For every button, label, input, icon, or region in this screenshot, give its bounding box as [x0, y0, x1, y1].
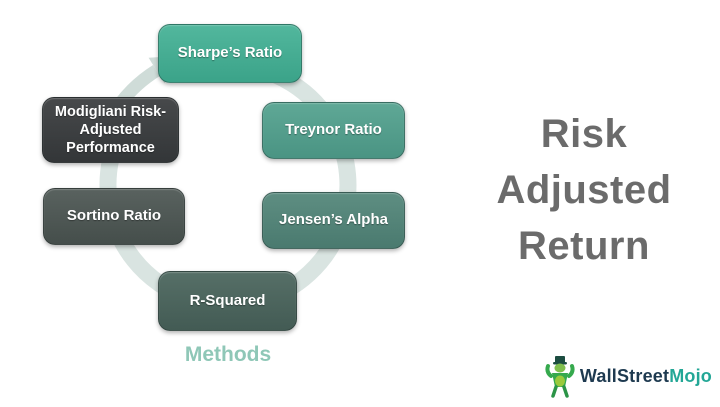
- wallstreetmojo-logo: WallStreetMojo: [545, 354, 712, 399]
- node-sharpes-ratio: Sharpe’s Ratio: [158, 24, 302, 83]
- node-sortino-ratio: Sortino Ratio: [43, 188, 185, 245]
- wallstreetmojo-mascot-icon: [545, 356, 575, 398]
- page-title-line: Adjusted: [496, 168, 672, 212]
- node-label: Modigliani Risk-Adjusted Performance: [54, 103, 167, 157]
- brand-secondary-text: Mojo: [669, 366, 712, 386]
- node-jensens-alpha: Jensen’s Alpha: [262, 192, 405, 249]
- page-title: Risk Adjusted Return: [458, 106, 710, 274]
- node-label: Sortino Ratio: [66, 207, 162, 225]
- node-treynor-ratio: Treynor Ratio: [262, 102, 405, 159]
- page-title-line: Risk: [540, 112, 628, 156]
- node-label: Sharpe’s Ratio: [177, 44, 283, 62]
- node-modigliani-risk-adjusted-performance: Modigliani Risk-Adjusted Performance: [42, 97, 179, 163]
- node-label: Jensen’s Alpha: [279, 211, 388, 229]
- node-label: Treynor Ratio: [285, 121, 382, 139]
- wallstreetmojo-wordmark: WallStreetMojo: [580, 366, 712, 387]
- node-r-squared: R-Squared: [158, 271, 297, 331]
- brand-primary-text: WallStreet: [579, 366, 670, 386]
- page-title-line: Return: [518, 224, 650, 268]
- diagram-caption: Methods: [184, 343, 272, 366]
- node-label: R-Squared: [189, 291, 266, 309]
